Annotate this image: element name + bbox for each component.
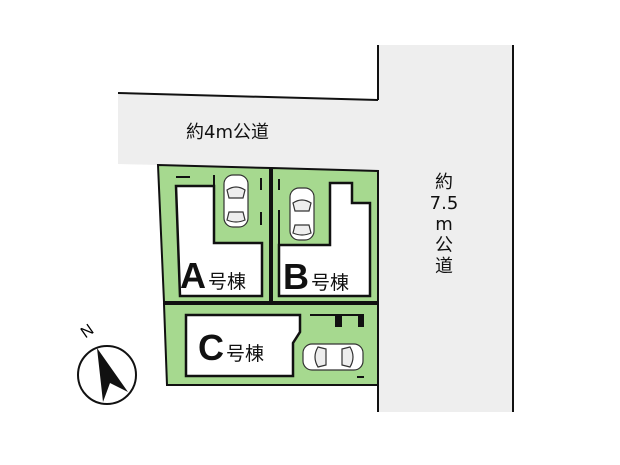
car-icon-b [289, 187, 315, 241]
north-arrow-icon [77, 345, 137, 405]
road-7-5m-label: 約 7.5 m 公 道 [424, 172, 464, 277]
lot-suffix: 号棟 [208, 271, 247, 293]
building-c-label: C 号棟 [198, 330, 264, 366]
lot-suffix: 号棟 [226, 343, 265, 365]
lot-letter: A [180, 255, 206, 296]
car-icon-c [302, 343, 364, 371]
road-4m-label: 約4m公道 [186, 122, 269, 143]
road-label-line: 7.5 [429, 193, 459, 214]
building-a-label: A 号棟 [180, 258, 246, 294]
road-label-line: 約 [435, 172, 453, 193]
road-label-line: 公 [435, 235, 453, 256]
road-4m [118, 94, 378, 170]
road-7-5m [378, 45, 513, 412]
road-label-line: 道 [435, 256, 453, 277]
building-b-label: B 号棟 [283, 259, 349, 295]
car-icon-a [223, 174, 249, 228]
lot-letter: B [283, 256, 309, 297]
road-label-line: m [435, 214, 453, 235]
lot-letter: C [198, 327, 224, 368]
building-c [184, 313, 302, 378]
building-b [277, 181, 372, 298]
lot-suffix: 号棟 [311, 272, 350, 294]
